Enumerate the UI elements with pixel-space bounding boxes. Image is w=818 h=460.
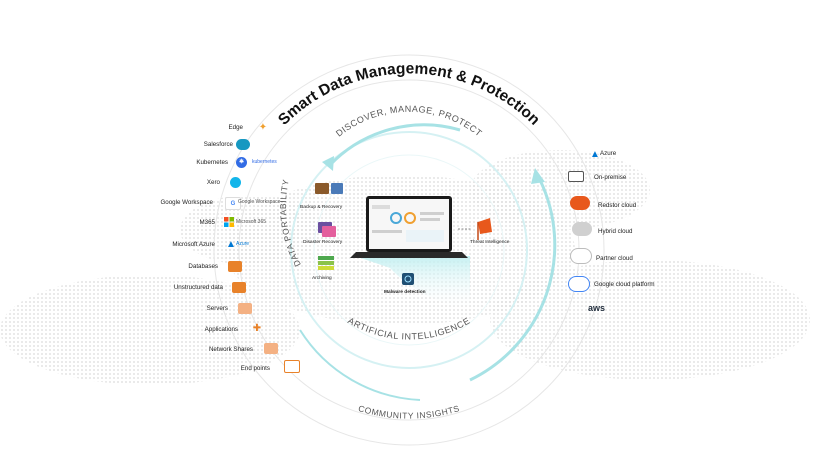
xero-icon (230, 177, 241, 188)
on-premise-icon (568, 171, 584, 182)
center-label-malware: Malware detection (384, 290, 426, 295)
unstructured-data-icon (232, 282, 246, 293)
right-flow-arc (469, 179, 557, 382)
center-label-disaster: Disaster Recovery (303, 240, 343, 245)
source-databases-label: Databases (188, 263, 218, 270)
laptop-dashboard (350, 196, 468, 258)
source-network-shares-label: Network Shares (208, 346, 253, 353)
network-share-icon (264, 343, 278, 354)
source-applications-label: Applications (204, 326, 238, 333)
source-salesforce-label: Salesforce (203, 141, 233, 148)
dest-azure-label: Azure (600, 150, 617, 157)
google-workspace-icon: G (225, 197, 241, 210)
aws-icon: aws (588, 303, 606, 313)
top-arrowhead (322, 156, 334, 171)
source-xero-label: Xero (206, 179, 220, 186)
google-workspace-badge: Google Workspace (238, 199, 281, 205)
dest-google-cloud-label: Google cloud platform (594, 281, 655, 288)
right-arrowhead (531, 168, 545, 184)
kubernetes-badge: kubernetes (252, 159, 277, 165)
microsoft-365-icon (224, 217, 238, 228)
source-endpoints-label: End points (240, 365, 270, 372)
database-icon (228, 261, 242, 272)
backup-recovery-icon (315, 183, 343, 194)
source-kubernetes-label: Kubernetes (196, 159, 228, 166)
archiving-icon (318, 256, 334, 270)
google-cloud-icon (568, 276, 590, 292)
threat-intelligence-icon (477, 218, 492, 240)
main-title: Smart Data Management & Protection (275, 60, 543, 128)
ring-label-community: COMMUNITY INSIGHTS (357, 403, 461, 421)
ring-label-discover: DISCOVER, MANAGE, PROTECT (334, 104, 484, 139)
endpoint-icon (284, 360, 300, 373)
dest-azure-icon: ▲ (590, 149, 600, 160)
hybrid-cloud-icon (572, 222, 592, 236)
dest-redstor-cloud-label: Redstor cloud (598, 202, 637, 209)
center-label-threat: Threat Intelligence (470, 240, 510, 245)
source-azure-label: Microsoft Azure (172, 241, 215, 248)
dest-hybrid-cloud-label: Hybrid cloud (598, 228, 633, 235)
source-unstructured-label: Unstructured data (173, 284, 223, 291)
flow-arrows (299, 123, 557, 401)
dest-on-premise-label: On-premise (594, 174, 627, 181)
applications-icon: ✚ (252, 323, 262, 334)
source-servers-label: Servers (206, 305, 228, 312)
edge-icon: ✦ (258, 122, 268, 133)
center-label-archiving: Archiving (312, 276, 332, 281)
source-edge-label: Edge (228, 124, 243, 131)
azure-badge: Azure (236, 241, 250, 247)
dest-partner-cloud-label: Partner cloud (596, 255, 633, 262)
server-icon (238, 303, 252, 314)
partner-cloud-icon (570, 248, 592, 264)
source-google-workspace-label: Google Workspace (160, 199, 213, 206)
azure-icon: ▲ (226, 239, 236, 250)
top-flow-arc (328, 123, 461, 167)
microsoft-365-badge: Microsoft 365 (236, 219, 267, 225)
salesforce-icon (236, 139, 250, 150)
kubernetes-icon: ⎈ (236, 157, 247, 168)
redstor-cloud-icon (570, 196, 590, 210)
center-label-backup: Backup & Recovery (300, 205, 343, 210)
disaster-recovery-icon (318, 222, 336, 237)
malware-detection-icon (402, 273, 414, 285)
source-m365-label: M365 (199, 219, 215, 226)
